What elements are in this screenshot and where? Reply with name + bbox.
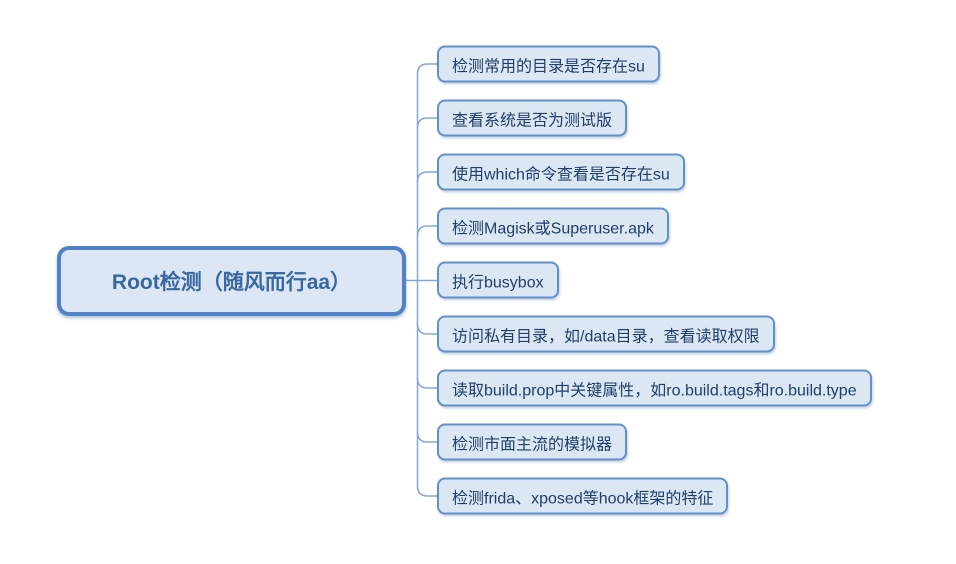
topic-node-busybox[interactable]: 执行busybox	[437, 261, 559, 299]
topic-node-which-su[interactable]: 使用which命令查看是否存在su	[437, 153, 685, 191]
topic-node-check-test-build[interactable]: 查看系统是否为测试版	[437, 99, 628, 137]
topic-node-magisk-superuser[interactable]: 检测Magisk或Superuser.apk	[437, 207, 669, 245]
topic-node-emulator-detect[interactable]: 检测市面主流的模拟器	[437, 423, 628, 461]
root-topic-node[interactable]: Root检测（随风而行aa）	[57, 246, 406, 316]
topic-node-build-prop[interactable]: 读取build.prop中关键属性，如ro.build.tags和ro.buil…	[437, 369, 872, 407]
topic-node-check-su-dirs[interactable]: 检测常用的目录是否存在su	[437, 45, 660, 83]
topic-node-hook-framework[interactable]: 检测frida、xposed等hook框架的特征	[437, 477, 729, 515]
topic-node-private-dir-access[interactable]: 访问私有目录，如/data目录，查看读取权限	[437, 315, 775, 353]
